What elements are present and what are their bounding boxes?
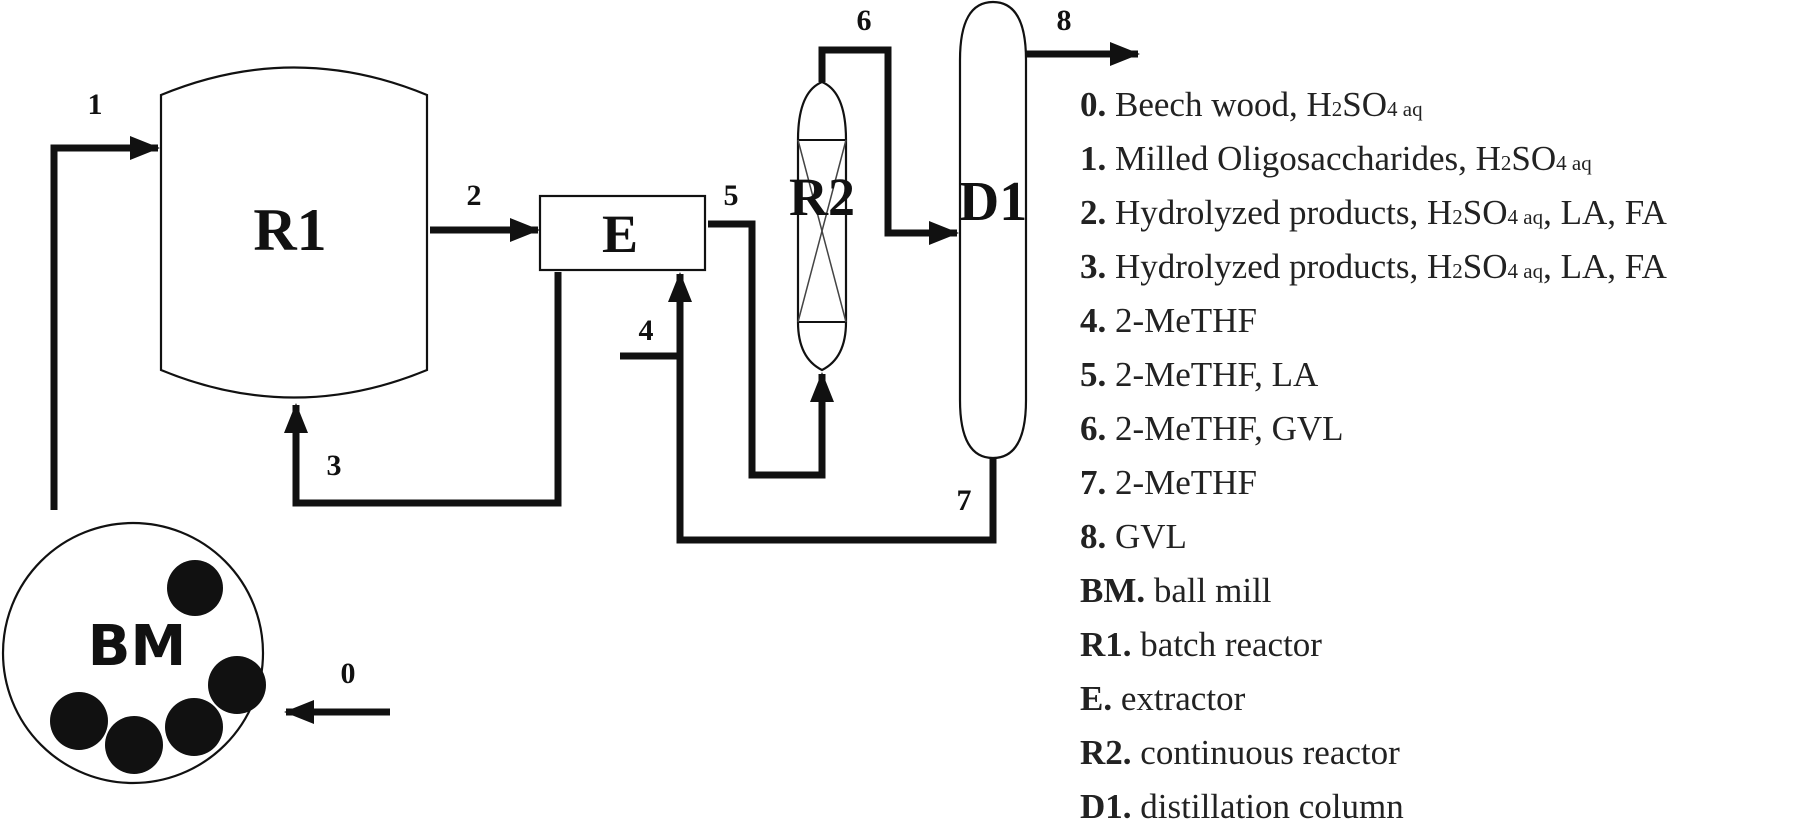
legend-subscript: 4 aq	[1556, 151, 1592, 175]
legend-text: ball mill	[1145, 571, 1272, 610]
legend-item: 2. Hydrolyzed products, H2SO4 aq, LA, FA	[1080, 186, 1800, 240]
legend-key: BM.	[1080, 571, 1146, 610]
distillation-column-label: D1	[959, 171, 1027, 233]
legend-key: 6.	[1080, 409, 1107, 448]
legend-item: R1. batch reactor	[1080, 618, 1800, 672]
legend-text: 2-MeTHF	[1106, 463, 1257, 502]
legend-text: SO	[1342, 85, 1388, 124]
legend-item: 3. Hydrolyzed products, H2SO4 aq, LA, FA	[1080, 240, 1800, 294]
batch-reactor-body	[159, 66, 429, 399]
legend-subscript: 2	[1500, 151, 1512, 175]
legend-item: 5. 2-MeTHF, LA	[1080, 348, 1800, 402]
stream-label-8: 8	[1057, 4, 1072, 37]
legend-text: SO	[1511, 139, 1557, 178]
legend-text: SO	[1462, 247, 1508, 286]
legend-subscript: 2	[1452, 205, 1463, 229]
legend-text: extractor	[1112, 679, 1246, 718]
legend-text: 2-MeTHF	[1106, 301, 1257, 340]
legend-text: Milled Oligosaccharides, H	[1106, 139, 1501, 178]
mill-ball-1	[167, 560, 223, 616]
legend-subscript: 2	[1452, 259, 1463, 283]
legend-text: GVL	[1106, 517, 1187, 556]
legend-item: 6. 2-MeTHF, GVL	[1080, 402, 1800, 456]
legend-item: E. extractor	[1080, 672, 1800, 726]
legend-text: Hydrolyzed products, H	[1106, 193, 1453, 232]
legend-item: D1. distillation column	[1080, 780, 1800, 834]
mill-ball-2	[208, 656, 266, 714]
legend-key: 4.	[1080, 301, 1107, 340]
legend-subscript: 4 aq	[1507, 259, 1544, 283]
legend-key: 7.	[1080, 463, 1107, 502]
legend-key: 3.	[1080, 247, 1107, 286]
stream-label-7: 7	[957, 484, 972, 517]
stream-label-3: 3	[327, 449, 342, 482]
legend-text: SO	[1462, 193, 1508, 232]
stream-label-2: 2	[467, 179, 482, 212]
stream-7-pipe	[676, 358, 997, 544]
legend-text: 2-MeTHF, LA	[1106, 355, 1319, 394]
legend-text: 2-MeTHF, GVL	[1106, 409, 1344, 448]
legend-text: batch reactor	[1131, 625, 1322, 664]
ball-mill: BM	[1, 521, 266, 785]
legend-item: 4. 2-MeTHF	[1080, 294, 1800, 348]
legend-item: 7. 2-MeTHF	[1080, 456, 1800, 510]
r2-bed-cross-2	[797, 139, 847, 323]
legend-subscript: 4 aq	[1387, 97, 1423, 121]
extractor-label: E	[602, 204, 638, 264]
stream-6-pipe	[818, 46, 959, 245]
legend-text: Beech wood, H	[1106, 85, 1332, 124]
legend-subscript: 2	[1331, 97, 1343, 121]
legend-key: 5.	[1080, 355, 1107, 394]
continuous-reactor-label: R2	[789, 167, 855, 227]
stream-5-pipe	[708, 220, 834, 479]
legend-key: 1.	[1080, 139, 1107, 178]
stream-label-6: 6	[857, 4, 872, 37]
batch-reactor: R1	[159, 66, 429, 399]
mill-ball-3	[165, 698, 223, 756]
ball-mill-label: BM	[88, 614, 186, 679]
legend-item: 1. Milled Oligosaccharides, H2SO4 aq	[1080, 132, 1800, 186]
legend-key: 0.	[1080, 85, 1107, 124]
mill-ball-4	[105, 716, 163, 774]
stream-label-0: 0	[341, 657, 356, 690]
legend-text: , LA, FA	[1543, 193, 1667, 232]
stream-3-pipe	[284, 272, 562, 507]
stream-1-pipe	[50, 136, 160, 510]
legend-text: distillation column	[1131, 787, 1404, 826]
stream-4-pipe	[620, 272, 692, 360]
legend-item: 0. Beech wood, H2SO4 aq	[1080, 78, 1800, 132]
legend-text: , LA, FA	[1543, 247, 1667, 286]
stream-label-1: 1	[88, 88, 103, 121]
mill-ball-5	[50, 692, 108, 750]
legend-item: BM. ball mill	[1080, 564, 1800, 618]
legend-key: 2.	[1080, 193, 1107, 232]
legend-key: E.	[1080, 679, 1113, 718]
process-flow-diagram: BM R1 E R2 D1 1 2 3 4 5 6 7 8 0	[1, 0, 1140, 785]
extractor-body	[538, 194, 707, 272]
distillation-column: D1	[958, 0, 1028, 460]
stream-label-4: 4	[639, 314, 654, 347]
legend-item: 8. GVL	[1080, 510, 1800, 564]
batch-reactor-label: R1	[253, 197, 326, 263]
distillation-column-body	[958, 0, 1028, 460]
legend-key: R2.	[1080, 733, 1132, 772]
legend-text: Hydrolyzed products, H	[1106, 247, 1453, 286]
legend-text: continuous reactor	[1131, 733, 1400, 772]
extractor: E	[538, 194, 707, 272]
legend-key: R1.	[1080, 625, 1132, 664]
continuous-reactor: R2	[789, 80, 855, 372]
stream-label-5: 5	[724, 179, 739, 212]
legend-key: D1.	[1080, 787, 1132, 826]
legend-key: 8.	[1080, 517, 1107, 556]
legend-item: R2. continuous reactor	[1080, 726, 1800, 780]
legend-subscript: 4 aq	[1507, 205, 1544, 229]
